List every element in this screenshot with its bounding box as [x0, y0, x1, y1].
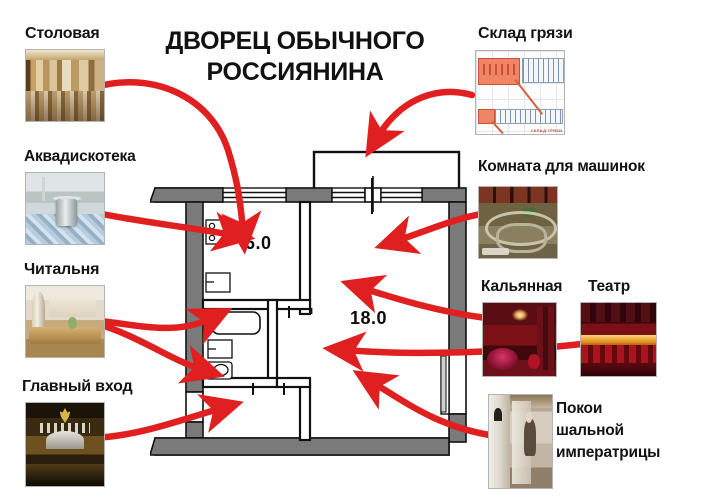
photo-empress-chambers	[488, 394, 553, 489]
page-title: ДВОРЕЦ ОБЫЧНОГО РОССИЯНИНА	[165, 27, 425, 86]
door-marks	[252, 178, 373, 395]
photo-hookah-lounge	[482, 302, 557, 377]
mud-warehouse-caption: СКЛАД ГРЯЗИ	[530, 128, 563, 134]
label-mud-warehouse: Склад грязи	[478, 25, 573, 42]
wall-right-outer	[448, 201, 467, 355]
label-empress-chambers: Покои шальной императрицы	[556, 400, 661, 461]
window-living-right	[380, 187, 423, 203]
apartment-floorplan: 6.0 18.0	[150, 140, 470, 470]
label-main-entrance: Главный вход	[22, 378, 133, 395]
photo-dining-hall	[25, 49, 105, 122]
photo-reading-room	[25, 285, 105, 358]
label-hookah-lounge: Кальянная	[481, 278, 563, 295]
label-aqua-disco: Аквадискотека	[24, 148, 136, 165]
photo-mud-warehouse: СКЛАД ГРЯЗИ	[475, 50, 565, 135]
label-theatre: Театр	[588, 278, 630, 295]
partition-kitchen-living	[298, 200, 312, 316]
label-dining-hall: Столовая	[25, 25, 100, 42]
window-kitchen	[222, 187, 287, 203]
photo-toy-car-room	[478, 186, 558, 259]
wc-fixtures	[205, 339, 233, 380]
window-living-left	[331, 187, 366, 203]
wall-left-outer	[185, 201, 204, 393]
top-balcony-outline	[312, 150, 461, 196]
label-toy-car-room: Комната для машинок	[478, 158, 645, 175]
photo-main-entrance	[25, 402, 105, 487]
area-label-kitchen: 6.0	[245, 233, 272, 253]
partition-wc	[266, 298, 279, 386]
photo-theatre	[580, 302, 657, 377]
photo-aqua-disco	[25, 172, 105, 245]
arrow-mud-to-top-balcony	[365, 88, 476, 158]
area-label-living-room: 18.0	[350, 308, 388, 328]
kitchen-fixtures	[205, 219, 233, 293]
partition-hall-living	[298, 382, 312, 442]
partition-bath-top	[201, 298, 312, 311]
bathtub	[211, 311, 261, 335]
label-reading-room: Читальня	[24, 261, 100, 278]
